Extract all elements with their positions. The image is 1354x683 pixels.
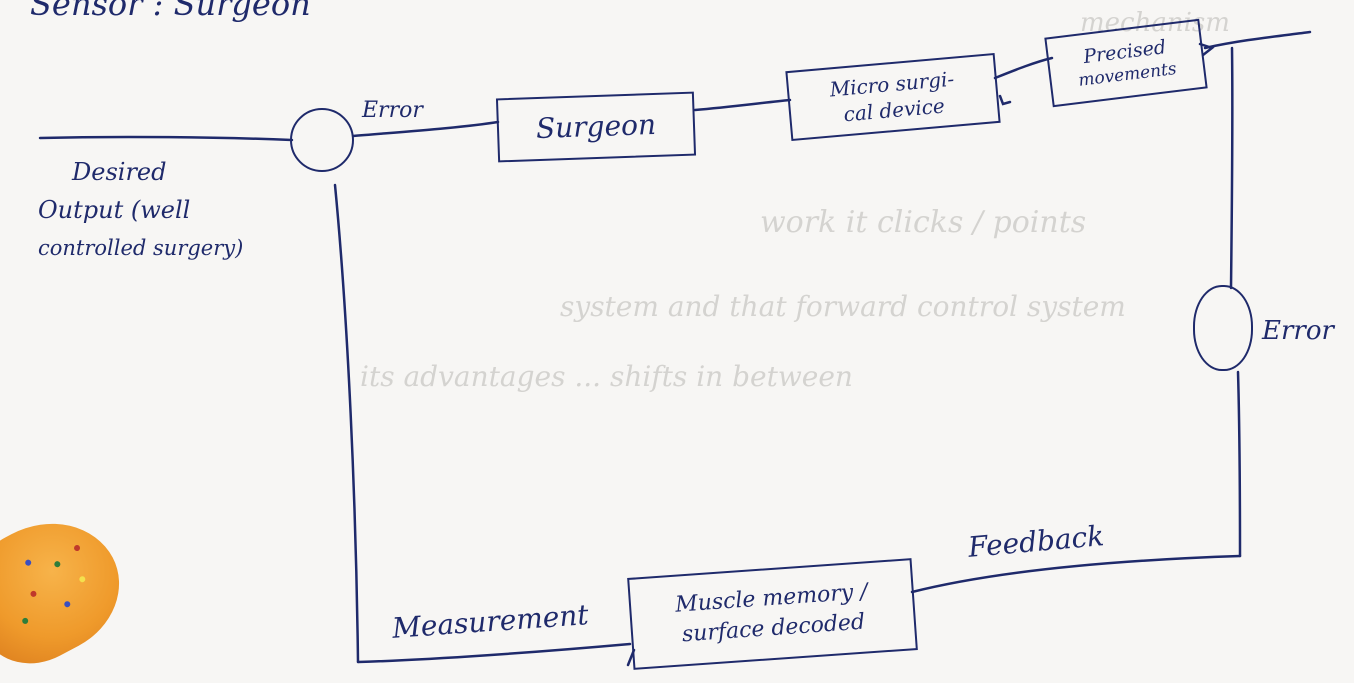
output-arrowhead <box>1198 42 1215 57</box>
top-fragment-text: Sensor : Surgeon <box>30 0 311 23</box>
ghost-text-4: its advantages ... shifts in between <box>360 360 853 393</box>
ghost-text-1: mechanism <box>1080 8 1230 38</box>
surgeon-block: Surgeon <box>495 91 697 163</box>
micro-device-label-line-2: cal device <box>842 93 946 127</box>
desired-output-line-3: controlled surgery) <box>38 236 244 260</box>
line-device-to-movements <box>993 56 1054 80</box>
right-line-top <box>1229 46 1234 290</box>
desired-output-line-1: Desired <box>72 158 167 186</box>
feedback-line <box>910 554 1242 594</box>
muscle-label-line-2: surface decoded <box>681 609 866 648</box>
error-right-label: Error <box>1262 316 1334 346</box>
ghost-text-3: system and that forward control system <box>560 290 1126 323</box>
output-line <box>1203 30 1312 50</box>
line-surgeon-to-device <box>693 98 792 112</box>
summing-junction <box>290 108 354 172</box>
device-tick <box>998 94 1012 106</box>
error-junction-right <box>1193 285 1253 371</box>
left-vertical-line <box>333 183 360 664</box>
input-line <box>38 135 294 142</box>
right-line-bottom <box>1236 370 1242 558</box>
error-top-label: Error <box>362 98 423 123</box>
desired-output-line-2: Output (well <box>38 196 191 224</box>
muscle-tick <box>626 648 636 667</box>
ghost-text-2: work it clicks / points <box>760 205 1087 240</box>
surgeon-label: Surgeon <box>535 107 657 146</box>
bottom-line <box>356 642 632 664</box>
line-junction-to-surgeon <box>351 120 500 138</box>
